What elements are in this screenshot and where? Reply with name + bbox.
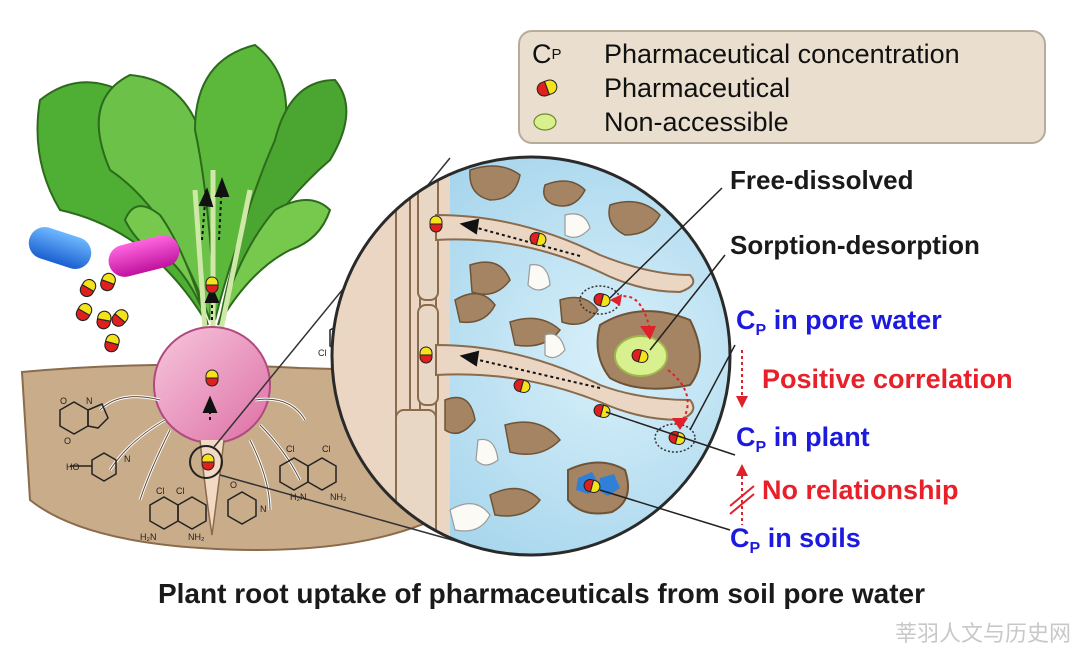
pharmaceutical-pill-icon (532, 78, 604, 98)
soil-particle (543, 180, 586, 207)
label-cp-pore-water: CP in pore water (736, 305, 942, 339)
mineral-particle (527, 264, 551, 291)
svg-text:Cl: Cl (318, 348, 327, 358)
pharmaceutical-pill-icon (593, 292, 611, 308)
label-no-relationship: No relationship (762, 475, 959, 505)
label-free-dissolved: Free-dissolved (730, 165, 914, 195)
label-leader-lines (599, 187, 736, 531)
svg-text:Cl: Cl (286, 444, 295, 454)
soil-particle (444, 396, 476, 435)
mineral-particle (475, 438, 499, 466)
svg-text:N: N (260, 504, 267, 514)
pharmaceutical-pill-icon (583, 478, 601, 494)
svg-text:H₂N: H₂N (140, 532, 157, 542)
soil-particle (504, 421, 562, 455)
pharmaceutical-pill-icon (419, 346, 433, 364)
legend-nonaccessible-label: Non-accessible (604, 106, 789, 137)
pharmaceutical-pill-icon (201, 453, 215, 471)
figure-caption: Plant root uptake of pharmaceuticals fro… (157, 578, 926, 609)
soil-particle (454, 292, 496, 324)
mineral-particle (544, 333, 566, 359)
svg-text:N: N (124, 454, 131, 464)
pharmaceutical-pill-icon (513, 378, 531, 394)
svg-text:HO: HO (66, 462, 80, 472)
mineral-particle (564, 213, 591, 238)
pharmaceutical-pill-icon (96, 310, 112, 330)
pharmaceutical-pill-icon (79, 278, 97, 298)
relation-arrows (729, 350, 755, 525)
svg-text:N: N (86, 396, 93, 406)
pharmaceutical-pill-icon (100, 272, 116, 292)
mineral-particle (449, 503, 491, 532)
pharmaceutical-pill-icon (593, 403, 611, 419)
soil-particle (608, 200, 661, 236)
pharmaceutical-pill-icon (104, 333, 120, 353)
legend-row-pharmaceutical: Pharmaceutical (532, 72, 790, 104)
watermark: 莘羽人文与历史网 (894, 622, 1071, 647)
label-cp-soils: CP in soils (730, 523, 861, 557)
svg-text:NH₂: NH₂ (330, 492, 347, 502)
transported-pills (201, 215, 686, 494)
legend-row-nonaccessible: Non-accessible (532, 106, 789, 138)
root-zoom-marker (189, 445, 223, 479)
pharmaceutical-pill-icon (205, 369, 219, 387)
svg-text:H₂N: H₂N (290, 492, 307, 502)
nonaccessible-ellipse-icon (532, 111, 604, 133)
label-cp-plant: CP in plant (736, 422, 870, 456)
svg-text:O: O (64, 436, 71, 446)
legend-pharmaceutical-label: Pharmaceutical (604, 72, 791, 103)
legend-concentration-label: Pharmaceutical concentration (604, 38, 960, 69)
label-sorption-desorption: Sorption-desorption (730, 230, 980, 260)
svg-text:Cl: Cl (156, 486, 165, 496)
svg-text:NH₂: NH₂ (188, 532, 205, 542)
pharmaceutical-pill-icon (205, 276, 219, 294)
pharmaceutical-pill-icon (75, 302, 93, 322)
soil-particle (489, 487, 541, 517)
pink-capsule-icon (108, 235, 180, 277)
pharmaceutical-pill-icon (429, 215, 443, 233)
svg-text:Cl: Cl (322, 444, 331, 454)
soil-particle (687, 168, 711, 195)
label-positive-correlation: Positive correlation (762, 364, 1013, 394)
svg-text:O: O (230, 480, 237, 490)
soil-particle (559, 296, 599, 325)
scattered-pills (75, 272, 129, 353)
blue-capsule-icon (28, 227, 92, 269)
svg-text:O: O (60, 396, 67, 406)
soil-particle (469, 165, 521, 201)
svg-text:Cl: Cl (176, 486, 185, 496)
radish-leaves (36, 43, 348, 331)
pharmaceutical-pill-icon (111, 309, 129, 327)
pharmaceutical-pill-icon (631, 348, 649, 364)
zoom-circle (330, 155, 732, 557)
plant-transport-arrows (198, 177, 230, 420)
pharmaceutical-pill-icon (529, 231, 547, 247)
